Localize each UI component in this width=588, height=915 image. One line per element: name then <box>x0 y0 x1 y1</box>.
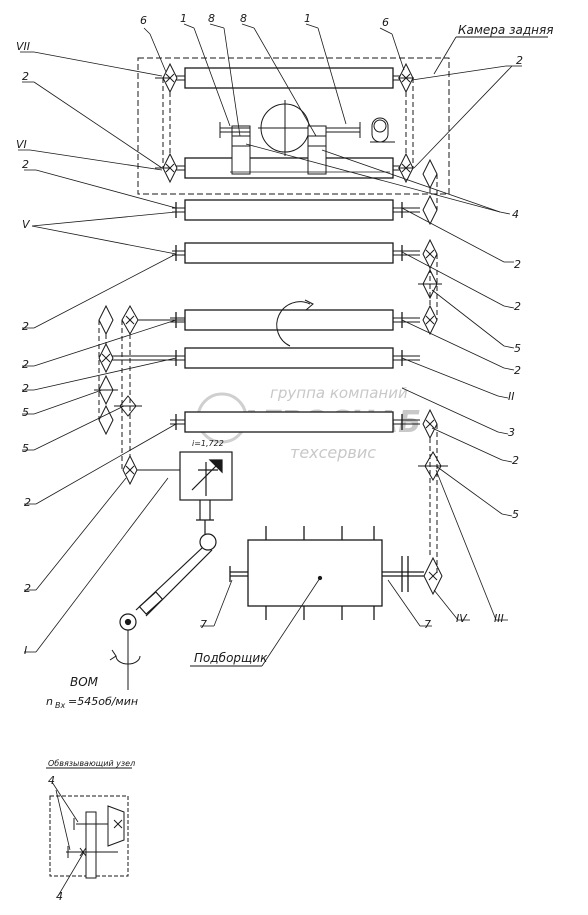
roller-label-II: II <box>508 390 515 403</box>
gearbox: i=1,722 <box>179 439 233 551</box>
watermark-line3: техсервис <box>290 443 376 462</box>
sprocket-l7 <box>98 404 114 436</box>
roller-label-V: V <box>22 218 31 231</box>
pto-speed-symbol: n <box>46 695 53 708</box>
pickup: Подборщик <box>190 526 424 667</box>
roller-label-VI: VI <box>16 138 27 151</box>
callout-2-r-3: 2 <box>514 300 521 313</box>
callout-8-left: 8 <box>208 12 215 25</box>
roller-label-I: I <box>24 644 27 657</box>
callout-5-l-1: 5 <box>22 406 29 419</box>
roller-label-VII: VII <box>16 40 30 53</box>
leader-lines <box>18 23 522 897</box>
callout-4-right: 4 <box>512 208 519 221</box>
left-chain-drive <box>94 62 185 486</box>
roller-label-IV: IV <box>456 612 468 625</box>
callout-2-l-6: 2 <box>24 496 31 509</box>
callout-7-right: 7 <box>424 618 431 631</box>
callout-2-r-2: 2 <box>514 258 521 271</box>
callout-6-right: 6 <box>382 16 389 29</box>
tying-mechanism <box>219 100 395 175</box>
callout-2-r-4: 2 <box>514 364 521 377</box>
callout-1-right: 1 <box>304 12 311 25</box>
callout-2-r-5: 2 <box>512 454 519 467</box>
callout-1-left: 1 <box>180 12 187 25</box>
roller-II <box>184 347 394 369</box>
callout-2-l-5: 2 <box>22 382 29 395</box>
cardan-shaft: ВОМ n Вх =545об/мин <box>46 547 213 710</box>
callout-4-inset-bottom: 4 <box>56 890 63 903</box>
roller-label-III: III <box>494 612 504 625</box>
watermark-line1: группа компаний <box>270 384 408 402</box>
pickup-label: Подборщик <box>194 651 268 665</box>
callout-7-left: 7 <box>200 618 207 631</box>
binding-unit-inset: Обвязывающий узел <box>46 759 135 879</box>
callout-2-l-2: 2 <box>22 158 29 171</box>
callout-5-r-1: 5 <box>514 342 521 355</box>
sprocket-r3 <box>422 158 438 190</box>
callout-4-inset-top: 4 <box>48 774 55 787</box>
pto-speed-value: =545об/мин <box>68 695 138 708</box>
callout-2-l-top: 2 <box>22 70 29 83</box>
roller-V-lower <box>184 242 394 264</box>
callout-2-l-3: 2 <box>22 320 29 333</box>
roller-V-upper <box>184 199 394 221</box>
sprocket-r4 <box>422 194 438 226</box>
gear-ratio-label: i=1,722 <box>192 439 224 448</box>
roller-main <box>184 309 394 331</box>
callout-6-left: 6 <box>140 14 147 27</box>
rotation-arrow-icon <box>276 301 311 347</box>
rear-chamber-frame: Камера задняя <box>137 23 553 195</box>
rear-chamber-label: Камера задняя <box>458 23 553 37</box>
callout-5-r-2: 5 <box>512 508 519 521</box>
callout-2-l-7: 2 <box>24 582 31 595</box>
pto-rotation-arrow-icon <box>115 655 141 665</box>
callout-3: 3 <box>508 426 515 439</box>
callout-5-l-2: 5 <box>22 442 29 455</box>
callout-8-right: 8 <box>240 12 247 25</box>
binding-unit-label: Обвязывающий узел <box>48 759 135 768</box>
roller-III <box>184 411 394 433</box>
callout-2-r-top: 2 <box>516 54 523 67</box>
callout-labels: 6 1 8 8 1 6 VII 2 2 VI 2 V 4 2 2 2 5 2 2… <box>16 12 523 903</box>
right-chain-drive <box>398 62 448 596</box>
rollers <box>110 67 420 433</box>
roller-VII <box>184 67 394 89</box>
pto-label: ВОМ <box>70 675 99 689</box>
sprocket-l4 <box>98 304 114 336</box>
callout-2-l-4: 2 <box>22 358 29 371</box>
pto-speed-subscript: Вх <box>55 701 65 710</box>
